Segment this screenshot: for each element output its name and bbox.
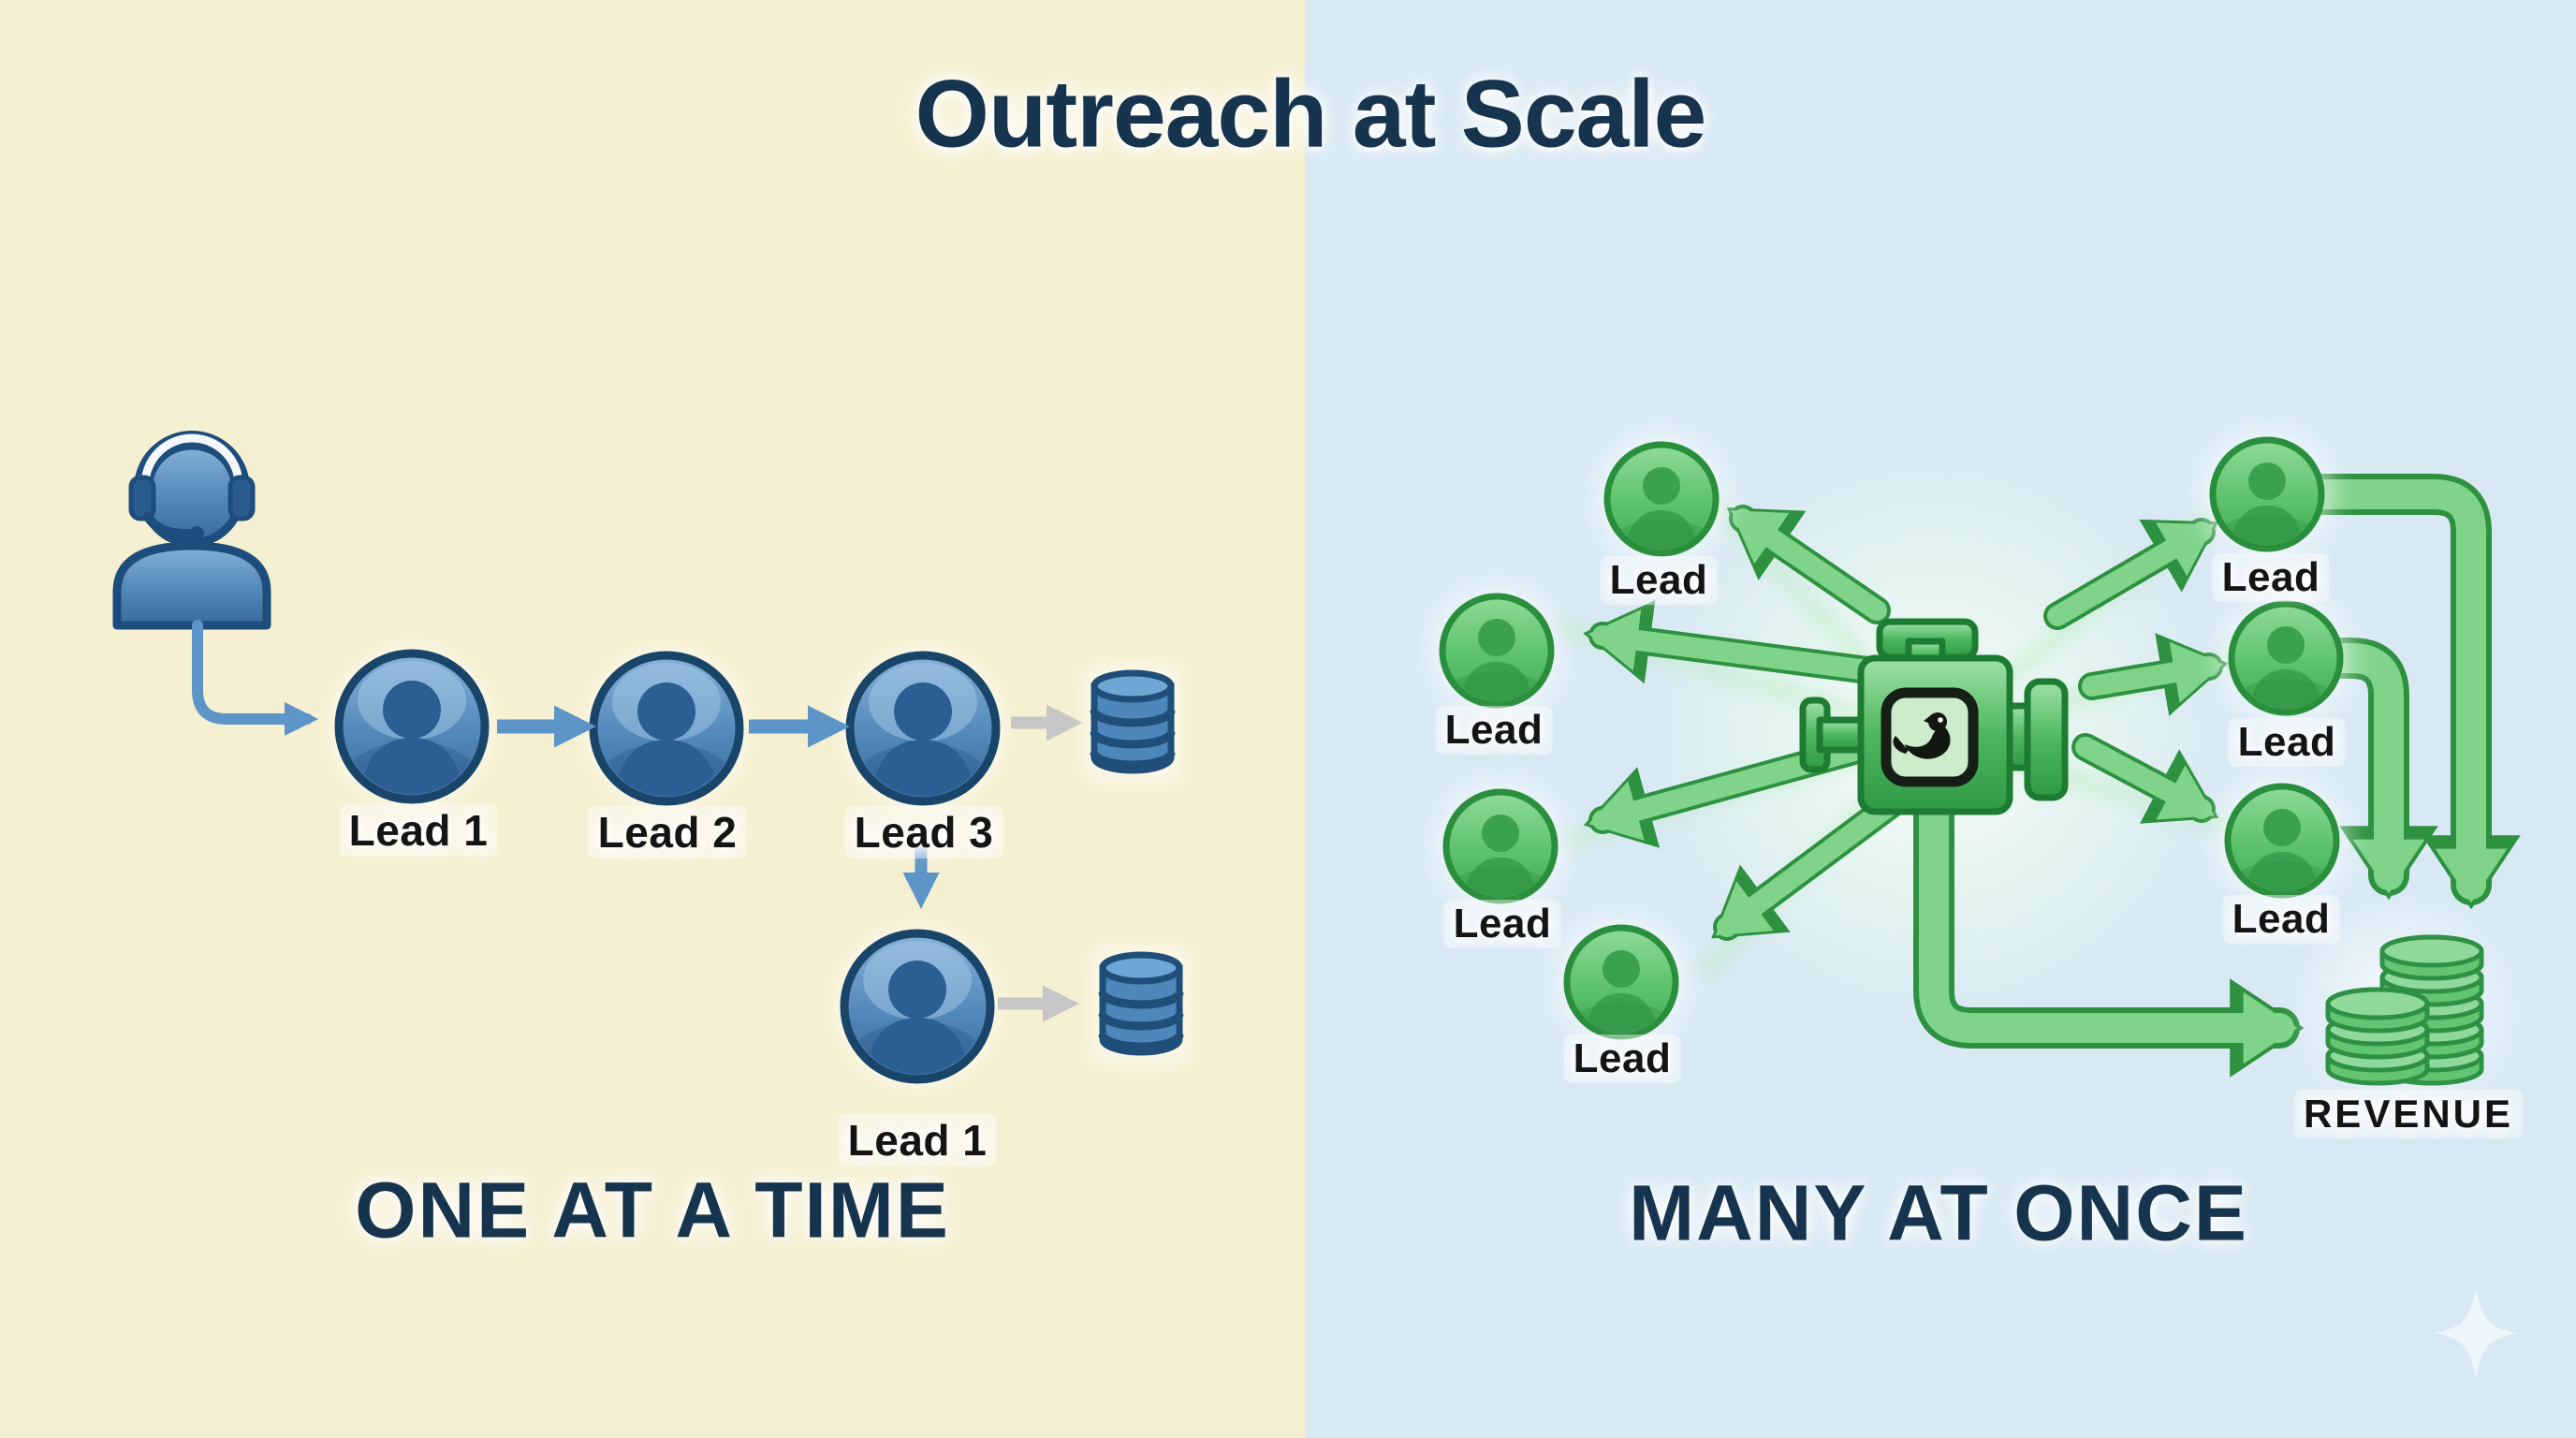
- lead1-avatar: [331, 646, 492, 828]
- pipeline-lead-avatar-2: [2220, 593, 2351, 727]
- lead2-avatar: [586, 648, 747, 829]
- outbound-lead-avatar-4: [1556, 917, 1687, 1051]
- pipeline-lead-label-3: Lead: [2222, 895, 2340, 944]
- arrow-agent-to-lead1: [192, 620, 318, 736]
- outbound-lead-label-3: Lead: [1443, 900, 1561, 948]
- pipeline-lead-label-2: Lead: [2228, 718, 2346, 767]
- bird-logo: [1893, 712, 1951, 759]
- pipeline-lead-avatar-3: [2217, 775, 2348, 910]
- four-point-sparkle-icon: [2435, 1287, 2517, 1379]
- outbound-lead-avatar-2: [1431, 585, 1562, 720]
- outbound-lead-avatar-1: [1596, 433, 1727, 568]
- pipeline-lead-avatar-1: [2202, 429, 2333, 564]
- lead2-label: Lead 2: [588, 806, 747, 858]
- outbound-lead-avatar-3: [1435, 781, 1566, 916]
- left-caption: ONE AT A TIME: [355, 1166, 950, 1255]
- lead3-label: Lead 3: [844, 806, 1003, 858]
- lead1-label: Lead 1: [339, 804, 498, 857]
- page-title: Outreach at Scale: [915, 60, 1707, 168]
- database-icon-2: [1092, 946, 1190, 1065]
- revenue-pipes: [1913, 474, 2521, 1078]
- database-icon: [1084, 664, 1181, 784]
- outbound-lead-label-1: Lead: [1600, 556, 1718, 605]
- revenue-label: REVENUE: [2293, 1090, 2524, 1138]
- right-caption: MANY AT ONCE: [1629, 1168, 2248, 1257]
- followup-lead1-label: Lead 1: [838, 1114, 997, 1167]
- pipeline-lead-label-1: Lead: [2212, 553, 2330, 602]
- outbound-lead-label-4: Lead: [1563, 1034, 1681, 1083]
- agent-headset-icon: [112, 431, 271, 630]
- outbound-lead-label-2: Lead: [1435, 706, 1553, 755]
- lead3-avatar: [842, 648, 1003, 829]
- automation-engine-icon: [1799, 618, 2069, 815]
- revenue-coins-icon: [2284, 889, 2527, 1133]
- coin-stack-short: [2328, 990, 2427, 1083]
- followup-lead1-avatar: [837, 926, 998, 1108]
